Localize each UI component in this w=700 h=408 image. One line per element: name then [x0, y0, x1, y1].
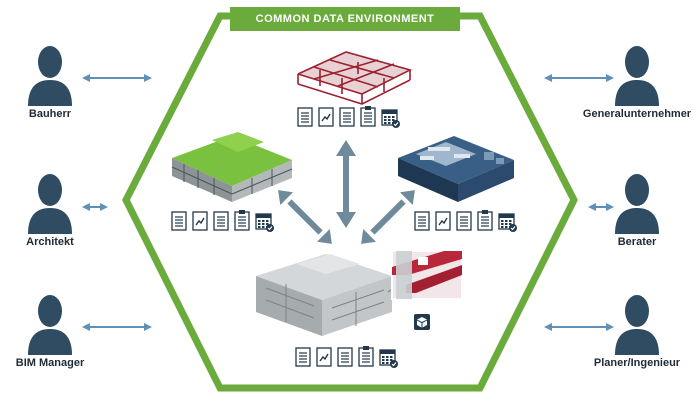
arrow-vertical: [336, 140, 356, 228]
document-icon: [171, 211, 187, 231]
green-roof-building-icon: [171, 132, 293, 202]
person-icon: [615, 295, 659, 355]
calendar-check-icon: [379, 349, 398, 368]
calendar-check-icon: [381, 109, 400, 128]
arrow-architekt: [82, 203, 108, 211]
chart-document-icon: [316, 347, 332, 367]
stakeholder-label: Planer/Ingenieur: [593, 357, 681, 369]
arrow-bim-manager: [82, 323, 152, 331]
cube-badge-icon: [414, 314, 430, 330]
grey-building-with-detail-icon: [256, 254, 405, 336]
clipboard-icon: [360, 106, 376, 127]
stakeholder-label: Bauherr: [28, 108, 72, 120]
person-icon: [28, 174, 72, 234]
stakeholder-generalunternehmer: Generalunternehmer: [567, 44, 700, 120]
stakeholder-architekt: Architekt: [0, 172, 120, 248]
arrow-diagonal-right: [361, 190, 415, 244]
document-icon: [295, 347, 311, 367]
person-icon: [615, 174, 659, 234]
text-document-icon: [337, 347, 353, 367]
exchange-arrows: [278, 140, 415, 244]
red-wireframe-building-icon: [297, 51, 413, 105]
dark-blue-building-icon: [398, 136, 514, 202]
stakeholder-berater: Berater: [567, 172, 700, 248]
clipboard-icon: [477, 210, 493, 231]
stakeholder-bauherr: Bauherr: [0, 44, 120, 120]
stakeholder-label: Architekt: [26, 236, 74, 248]
person-icon: [28, 295, 72, 355]
stakeholder-planer-ingenieur: Planer/Ingenieur: [567, 293, 700, 369]
clipboard-icon: [234, 210, 250, 231]
detail-inset-icon: [391, 250, 463, 300]
clipboard-icon: [358, 346, 374, 367]
document-icon: [297, 107, 313, 127]
cde-hexagon: [122, 12, 578, 392]
cde-title: COMMON DATA ENVIRONMENT: [230, 7, 460, 31]
stakeholder-bim-manager: BIM Manager: [0, 293, 120, 369]
stakeholder-arrows: [82, 74, 614, 331]
calendar-check-icon: [255, 213, 274, 232]
chart-document-icon: [192, 211, 208, 231]
calendar-check-icon: [498, 213, 517, 232]
chart-document-icon: [435, 211, 451, 231]
document-icon-row: [297, 106, 400, 128]
stakeholder-label: BIM Manager: [15, 357, 85, 369]
document-icon-rows: [171, 106, 517, 368]
arrow-planer: [544, 323, 614, 331]
document-icon-row: [171, 210, 274, 232]
text-document-icon: [339, 107, 355, 127]
stakeholder-label: Generalunternehmer: [582, 108, 692, 120]
document-icon-row: [295, 346, 398, 368]
chart-document-icon: [318, 107, 334, 127]
person-icon: [28, 46, 72, 106]
text-document-icon: [456, 211, 472, 231]
person-icon: [615, 46, 659, 106]
document-icon-row: [414, 210, 517, 232]
arrow-generalunternehmer: [544, 74, 614, 82]
stakeholder-label: Berater: [617, 236, 657, 248]
arrow-berater: [588, 203, 614, 211]
arrow-diagonal-left: [278, 190, 332, 244]
arrow-bauherr: [82, 74, 152, 82]
document-icon: [414, 211, 430, 231]
text-document-icon: [213, 211, 229, 231]
